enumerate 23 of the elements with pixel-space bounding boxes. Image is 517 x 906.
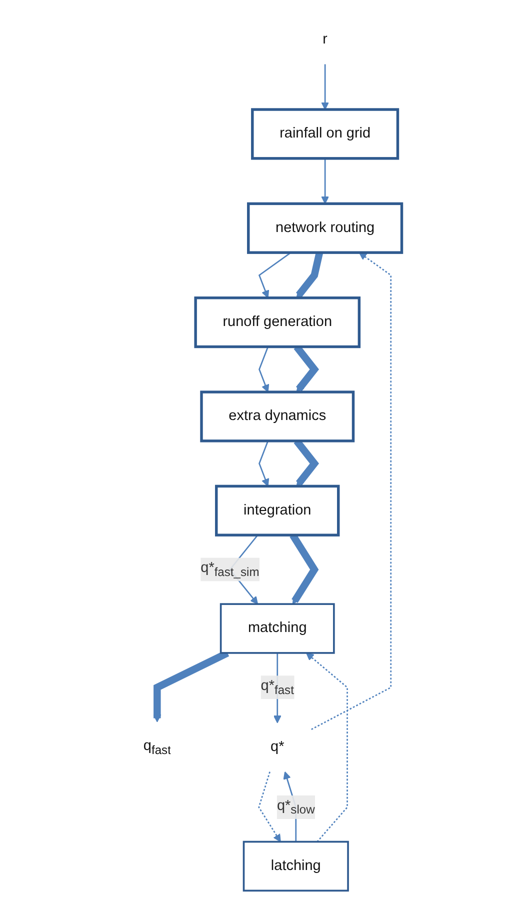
node-box: rainfall on grid bbox=[250, 108, 399, 160]
node-box: integration bbox=[214, 484, 340, 536]
node-box: runoff generation bbox=[194, 296, 360, 348]
arrow bbox=[152, 650, 229, 722]
arrow bbox=[320, 158, 329, 204]
node-box: extra dynamics bbox=[200, 390, 354, 442]
edge-label: q*$_{fast}$ bbox=[260, 678, 294, 697]
edge-label: q*$_{fast_sim}$ bbox=[200, 560, 259, 579]
edge-label: q*$_{slow}$ bbox=[276, 798, 314, 816]
arrow bbox=[310, 252, 392, 730]
node-box: matching bbox=[219, 603, 334, 654]
node-text: r bbox=[322, 32, 327, 48]
arrow bbox=[258, 252, 291, 298]
arrow bbox=[258, 440, 269, 487]
arrow bbox=[258, 346, 269, 392]
node-box: latching bbox=[242, 840, 348, 892]
arrow bbox=[296, 252, 323, 298]
node-box: network routing bbox=[246, 202, 403, 254]
node-text: q$_{fast}$ bbox=[142, 738, 170, 756]
node-text: q* bbox=[270, 739, 284, 755]
arrow bbox=[306, 652, 348, 842]
arrow bbox=[320, 64, 329, 110]
arrow bbox=[258, 772, 280, 842]
